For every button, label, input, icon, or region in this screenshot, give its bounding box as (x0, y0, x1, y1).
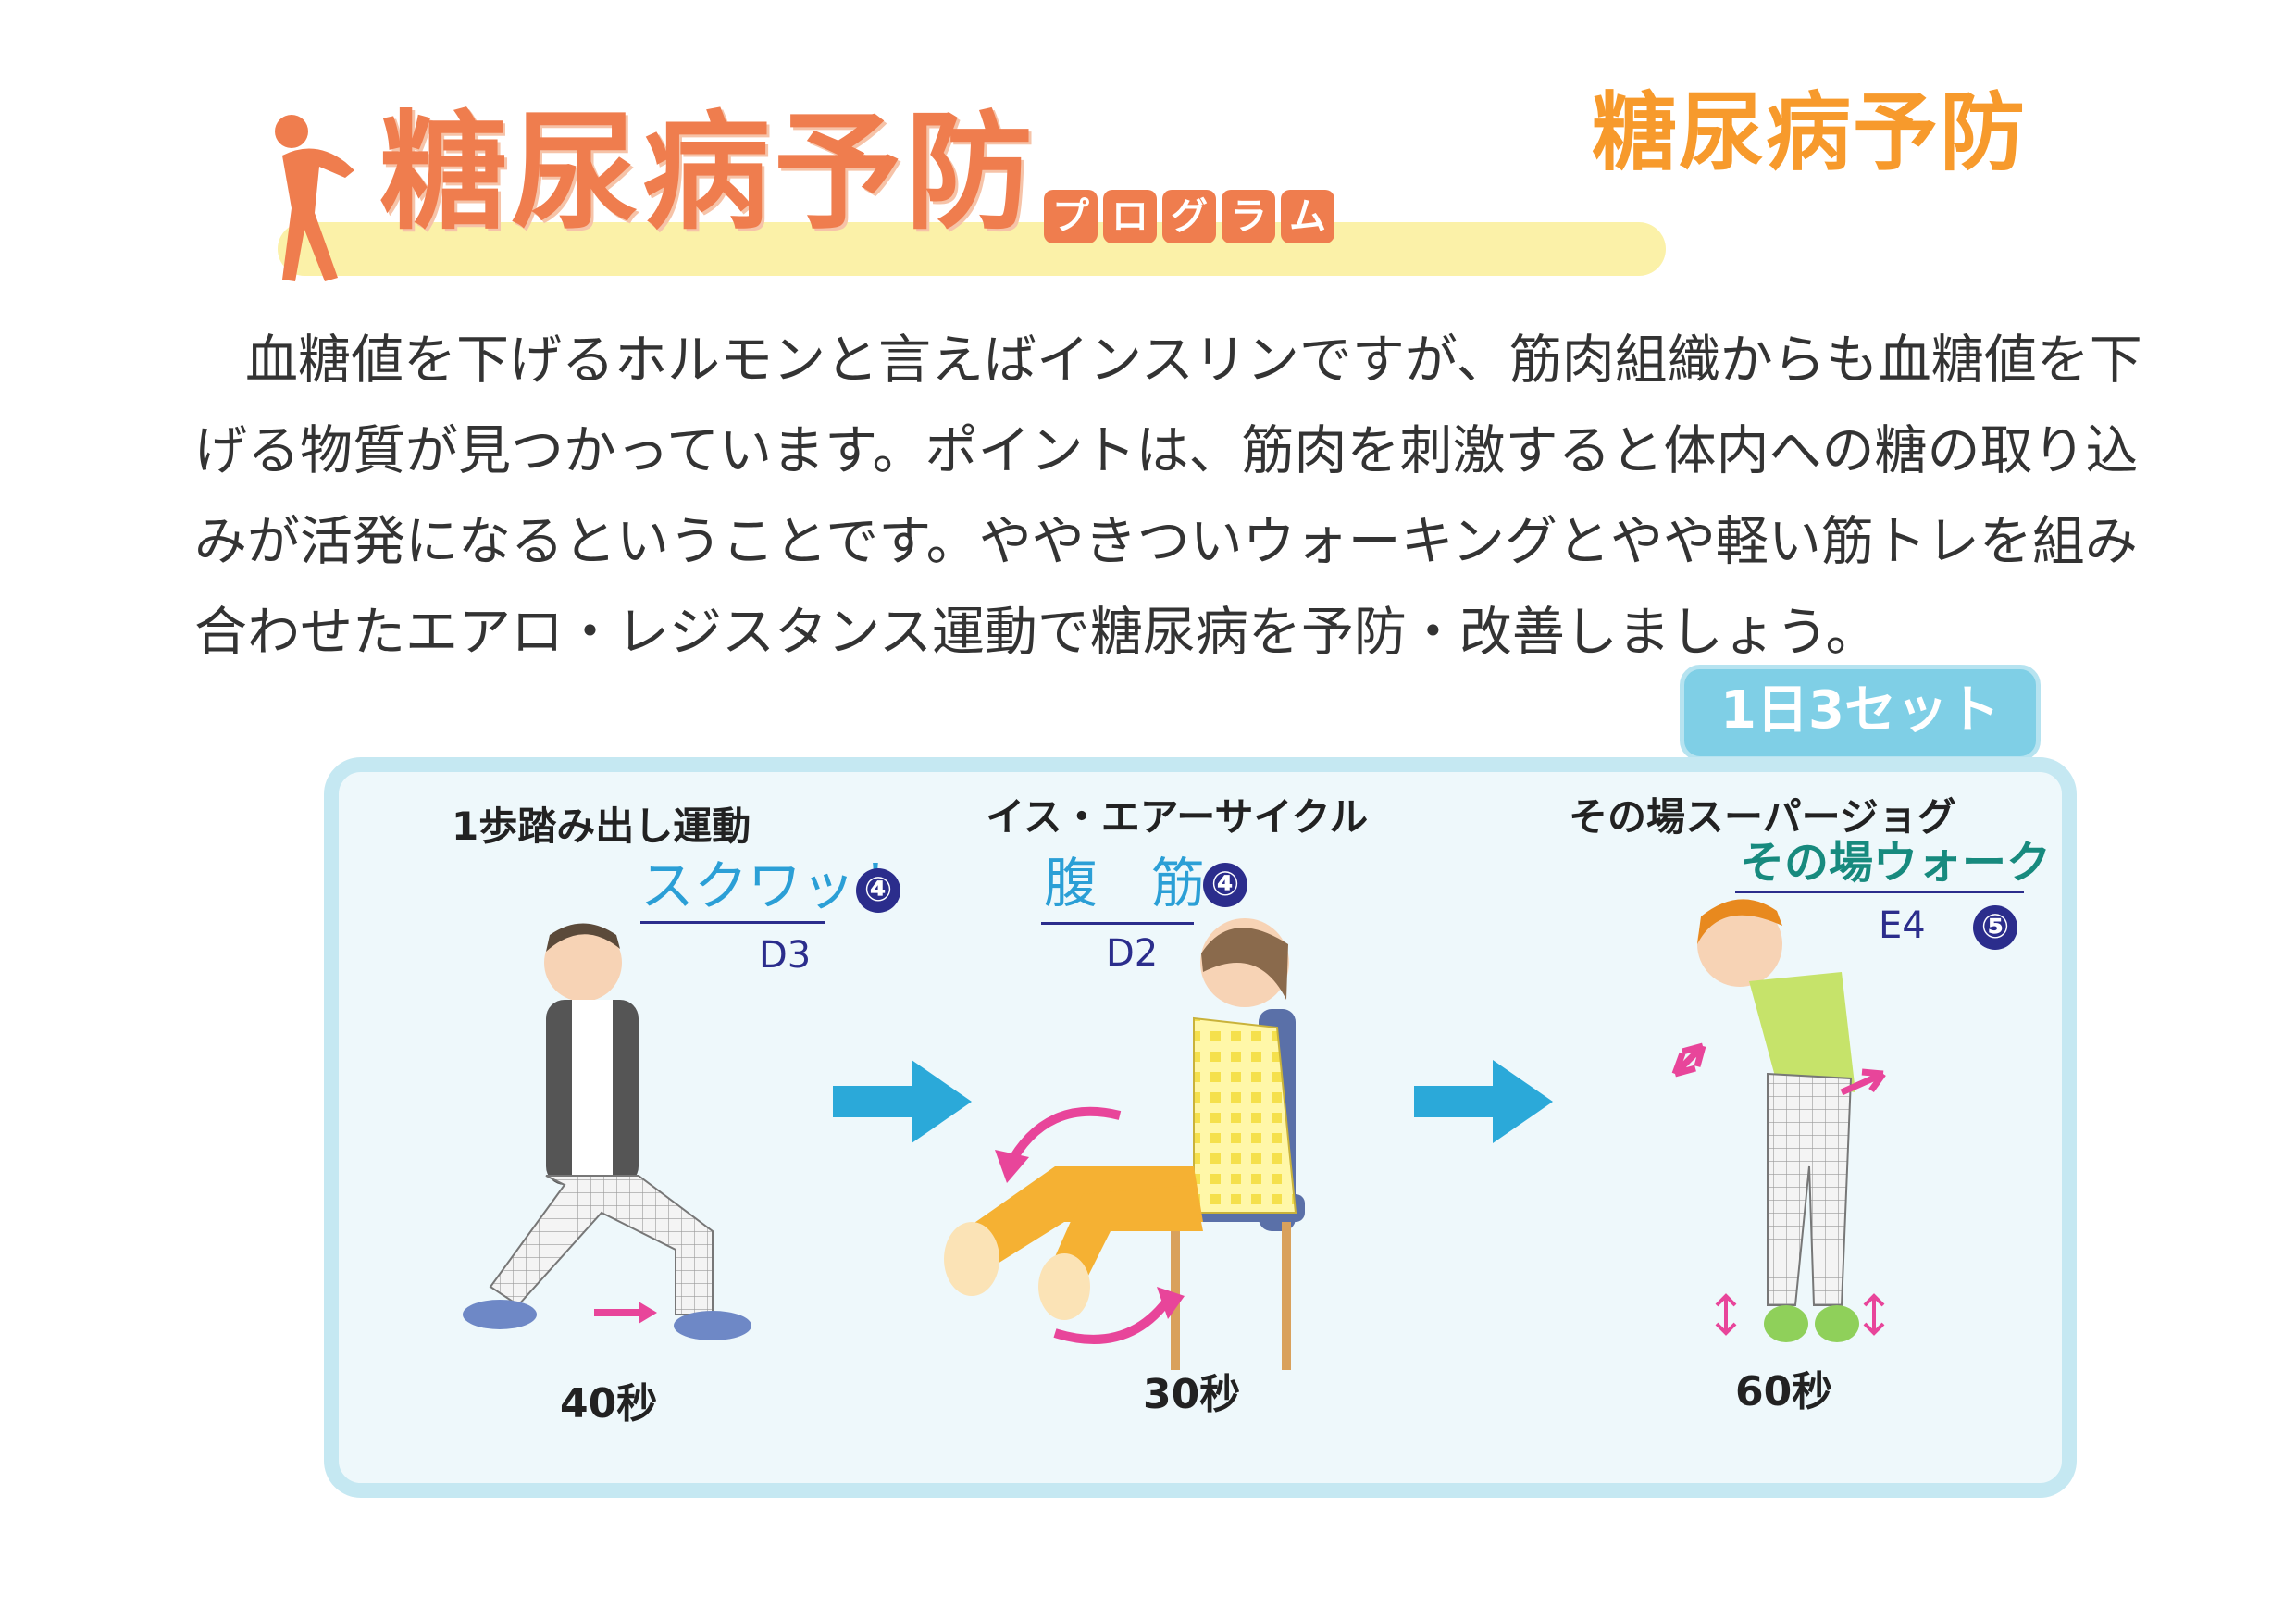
step-2-note-number: ④ (1203, 863, 1247, 907)
step-3-note-underline (1735, 891, 2024, 893)
title-subtitle-program: プ ロ グ ラ ム (1044, 190, 1334, 243)
sets-per-day-badge: 1日3セット (1680, 665, 2041, 761)
step-1-code: D3 (759, 934, 812, 977)
subtitle-char: ラ (1222, 190, 1275, 243)
step-2-code: D2 (1106, 932, 1159, 975)
subtitle-char: ロ (1103, 190, 1157, 243)
title-highlight-band (278, 222, 1666, 276)
step-3-note: その場ウォーク (1740, 837, 2052, 889)
next-step-arrow-icon (833, 1060, 972, 1143)
step-3-duration: 60秒 (1735, 1368, 1833, 1415)
step-3-title: その場スーパージョグ (1569, 794, 1956, 840)
next-step-arrow-icon (1414, 1060, 1553, 1143)
spot-jog-illustration (1671, 899, 1886, 1342)
step-1-note-underline (640, 921, 825, 924)
corner-title: 糖尿病予防 (1592, 83, 2028, 182)
step-2-note: 腹 筋 (1044, 852, 1206, 915)
step-2-note-underline (1041, 922, 1194, 925)
step-2-title: イス・エアーサイクル (986, 794, 1369, 840)
step-1-title: 1歩踏み出し運動 (452, 804, 751, 849)
step-1-note-number: ④ (856, 868, 900, 913)
subtitle-char: グ (1162, 190, 1216, 243)
stretching-person-icon (275, 115, 354, 281)
step-3-code: E4 (1879, 904, 1926, 947)
step-1-duration: 40秒 (560, 1380, 658, 1427)
subtitle-char: ム (1281, 190, 1334, 243)
intro-paragraph: 血糖値を下げるホルモンと言えばインスリンですが、筋肉組織からも血糖値を下げる物質… (194, 330, 2142, 663)
lunge-exercise-illustration (463, 923, 751, 1340)
step-2-duration: 30秒 (1143, 1371, 1241, 1418)
step-3-note-number: ⑤ (1973, 905, 2017, 950)
subtitle-char: プ (1044, 190, 1098, 243)
page-title: 糖尿病予防 (379, 98, 1037, 247)
chair-air-cycle-illustration (944, 918, 1305, 1370)
